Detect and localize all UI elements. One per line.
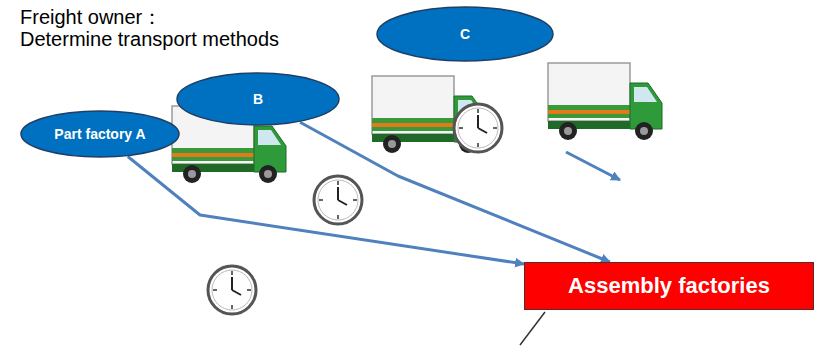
factory-box: Assembly factories xyxy=(524,262,814,310)
factory-ellipse: Part factory A xyxy=(20,110,180,158)
node-text: Assembly factories xyxy=(568,273,770,299)
transport-arrow xyxy=(128,157,524,265)
note-text: Determine transport methods xyxy=(20,28,279,51)
transport-arrow xyxy=(300,122,610,262)
node-text: Part factory A xyxy=(54,126,145,142)
pointer-line xyxy=(520,312,545,345)
truck-icon xyxy=(548,63,662,140)
clock-icon xyxy=(208,266,256,314)
factory-ellipse: B xyxy=(176,72,340,126)
clock-icon xyxy=(314,176,362,224)
arrow xyxy=(566,152,620,180)
factory-ellipse: C xyxy=(376,6,554,62)
node-text: C xyxy=(460,26,470,42)
clock-icon xyxy=(454,104,502,152)
note-text: Freight owner： xyxy=(20,4,162,31)
node-text: B xyxy=(253,91,263,107)
